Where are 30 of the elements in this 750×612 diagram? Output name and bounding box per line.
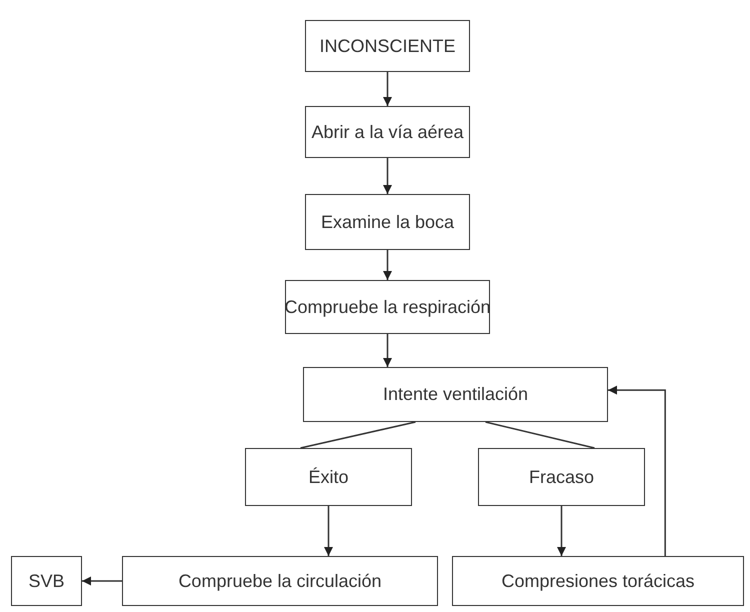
arrow	[82, 576, 122, 586]
process-box	[245, 448, 412, 506]
node-label: INCONSCIENTE	[319, 36, 456, 56]
connector-line	[485, 421, 595, 449]
connector-line	[300, 421, 416, 449]
arrow	[383, 334, 392, 367]
node-label: Fracaso	[528, 466, 594, 488]
node-label: Éxito	[308, 466, 349, 488]
arrow	[383, 72, 392, 106]
node-label: Examine la boca	[320, 212, 454, 232]
process-box	[285, 280, 490, 334]
node-label: Abrir a la vía aérea	[311, 122, 464, 142]
arrow	[608, 386, 666, 556]
process-box	[305, 106, 470, 158]
arrow	[557, 506, 566, 556]
process-box	[122, 556, 438, 606]
node-label: Compruebe la respiración	[284, 296, 491, 318]
node-label: Intente ventilación	[382, 384, 528, 405]
process-box	[305, 20, 470, 72]
process-box	[303, 367, 608, 422]
process-box	[478, 448, 645, 506]
node-label: Compruebe la circulación	[178, 570, 382, 592]
process-box	[305, 194, 470, 250]
node-label: SVB	[28, 570, 65, 592]
process-box	[452, 556, 744, 606]
arrow	[383, 158, 392, 194]
arrow	[324, 506, 333, 556]
node-label: Compresiones torácicas	[501, 570, 695, 592]
arrow	[383, 250, 392, 280]
process-box	[11, 556, 82, 606]
